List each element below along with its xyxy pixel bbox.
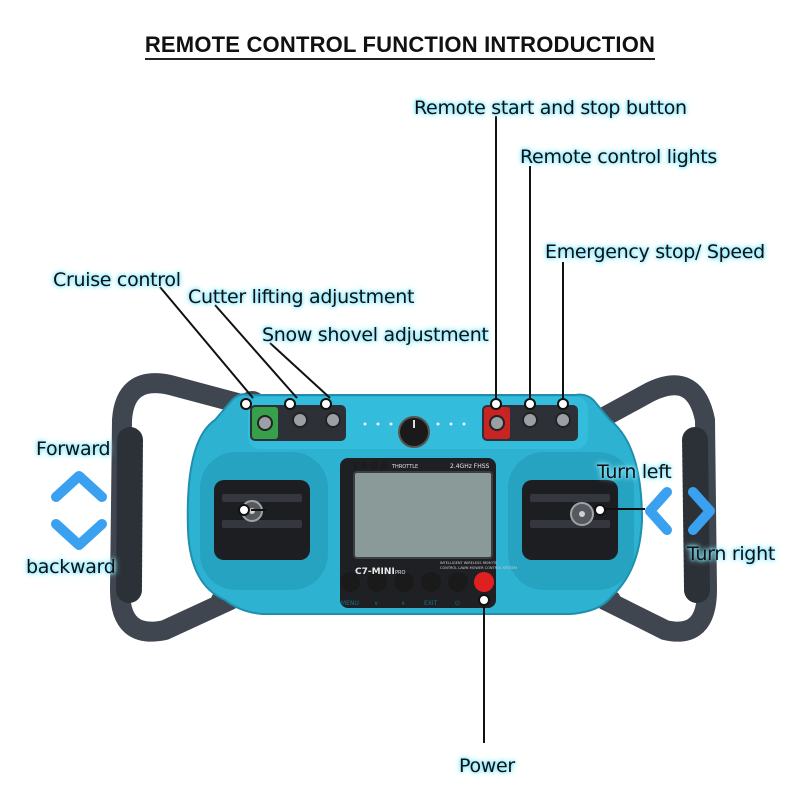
exit-button-label: EXIT <box>424 600 438 607</box>
up-button <box>394 572 414 592</box>
forward-arrow-icon <box>51 471 107 502</box>
turn-right-arrow-icon <box>688 487 715 535</box>
label-turn-left: Turn left <box>597 461 672 483</box>
start-stop-switch <box>489 415 505 431</box>
lights-switch <box>522 412 538 428</box>
page-title: REMOTE CONTROL FUNCTION INTRODUCTION <box>0 32 800 60</box>
label-start-stop: Remote start and stop button <box>414 97 687 119</box>
desc-line2: CONTROL LAWN MOWER CONTROL SYSTEM <box>440 566 517 570</box>
cutter-switch <box>292 412 308 428</box>
down-button-label: ∨ <box>374 600 378 607</box>
freq-text: 2.4GHz FHSS <box>450 463 490 470</box>
menu-button <box>340 572 360 592</box>
label-cutter: Cutter lifting adjustment <box>188 286 415 308</box>
exit-button <box>421 572 441 592</box>
power-button <box>474 572 494 592</box>
desc-line1: INTELLIGENT WIRELESS REMOTE <box>440 561 497 565</box>
b-button <box>448 572 468 592</box>
brand-logo: TADA <box>352 461 390 472</box>
cruise-switch <box>257 415 273 431</box>
right-grip <box>682 427 710 603</box>
label-turn-right: Turn right <box>687 543 775 565</box>
menu-button-label: MENU <box>341 600 359 607</box>
model-text: C7-MINI <box>355 567 395 577</box>
page-title-text: REMOTE CONTROL FUNCTION INTRODUCTION <box>144 32 656 60</box>
label-cruise: Cruise control <box>53 269 181 291</box>
label-snow: Snow shovel adjustment <box>262 324 489 346</box>
label-forward: Forward <box>36 438 111 460</box>
label-emergency: Emergency stop/ Speed <box>545 241 765 263</box>
up-button-label: ∧ <box>401 600 405 607</box>
left-grip <box>116 427 143 603</box>
turn-left-arrow-icon <box>645 487 672 535</box>
throttle-knob <box>398 416 430 448</box>
lcd-screen <box>353 471 493 559</box>
throttle-text: THROTTLE <box>391 464 418 470</box>
down-button <box>367 572 387 592</box>
label-power: Power <box>459 755 515 777</box>
model-badge: PRO <box>395 570 405 576</box>
speed-switch <box>555 412 571 428</box>
label-backward: backward <box>26 556 116 578</box>
b-button-label: ⏻ <box>455 600 460 607</box>
backward-arrow-icon <box>51 519 107 550</box>
label-lights: Remote control lights <box>520 146 717 168</box>
snow-switch <box>325 412 341 428</box>
